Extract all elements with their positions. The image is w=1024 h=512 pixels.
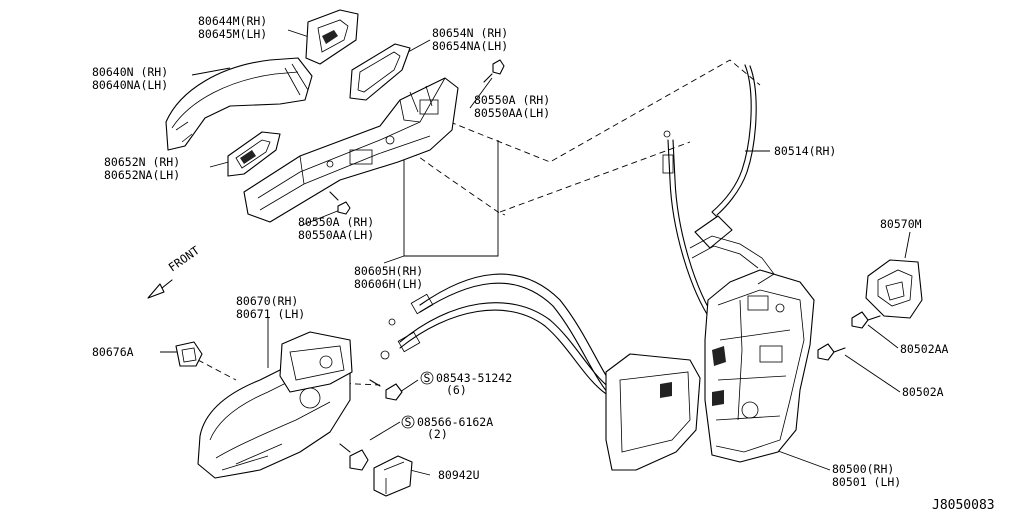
label-80942-part: 80942U <box>438 468 480 482</box>
part-labels: 80644M(RH) 80645M(LH) 80654N (RH) 80654N… <box>92 14 995 512</box>
label-80654: 80654N (RH) 80654NA(LH) <box>432 26 515 53</box>
label-08543-qty: (6) <box>446 383 467 397</box>
cables <box>380 130 718 417</box>
gasket-80652 <box>227 131 281 177</box>
label-08543-part: 08543-51242 <box>436 371 512 385</box>
bolt-marker-08543-letter: S <box>424 371 431 385</box>
striker-80570 <box>865 259 923 319</box>
label-80550-mid-lh: 80550AA(LH) <box>298 228 374 242</box>
label-08543: S 08543-51242 (6) <box>420 371 519 397</box>
label-80644-rh: 80644M(RH) <box>198 14 267 28</box>
bolt-80550-mid <box>329 191 351 215</box>
label-80644-lh: 80645M(LH) <box>198 27 267 41</box>
gasket-80654 <box>349 43 411 101</box>
label-80670-lh: 80671 (LH) <box>236 307 305 321</box>
label-80670: 80670(RH) 80671 (LH) <box>236 294 305 321</box>
label-80550-top: 80550A (RH) 80550AA(LH) <box>474 93 557 120</box>
label-80652-lh: 80652NA(LH) <box>104 168 180 182</box>
label-80676-part: 80676A <box>92 345 134 359</box>
label-80652-rh: 80652N (RH) <box>104 155 180 169</box>
handle-bracket-80605 <box>243 77 459 223</box>
label-80640: 80640N (RH) 80640NA(LH) <box>92 65 175 92</box>
label-80550-top-lh: 80550AA(LH) <box>474 106 550 120</box>
bolt-marker-08566 <box>401 415 415 429</box>
handle-cap-80644 <box>305 9 359 65</box>
bolt-marker-08566-letter: S <box>405 415 412 429</box>
label-80652: 80652N (RH) 80652NA(LH) <box>104 155 187 182</box>
label-80570: 80570M <box>880 217 922 231</box>
front-arrow: FRONT <box>147 243 202 299</box>
label-80676: 80676A <box>92 345 134 359</box>
label-80502A-part: 80502A <box>902 385 944 399</box>
label-80500: 80500(RH) 80501 (LH) <box>832 462 901 489</box>
label-80605-lh: 80606H(LH) <box>354 277 423 291</box>
label-80502A: 80502A <box>902 385 944 399</box>
inside-handle-80670 <box>197 331 353 479</box>
label-80605-rh: 80605H(RH) <box>354 264 423 278</box>
bolt-80502A <box>817 343 846 361</box>
dashed-connections <box>197 59 761 386</box>
label-80550-mid: 80550A (RH) 80550AA(LH) <box>298 215 381 242</box>
bolt-marker-08543 <box>420 371 434 385</box>
label-80514: 80514(RH) <box>774 144 836 158</box>
label-80942: 80942U <box>438 468 480 482</box>
label-08566-part: 08566-6162A <box>417 415 493 429</box>
label-80654-rh: 80654N (RH) <box>432 26 508 40</box>
label-80605: 80605H(RH) 80606H(LH) <box>354 264 430 291</box>
diagram-code: J8050083 <box>932 498 995 512</box>
bolt-80550-top <box>483 59 505 83</box>
leader-lines <box>160 29 911 476</box>
cap-80942 <box>373 455 413 497</box>
label-80550-top-rh: 80550A (RH) <box>474 93 550 107</box>
clip-80676 <box>175 341 203 367</box>
rod-80514 <box>694 64 757 249</box>
screw-08566 <box>339 443 369 471</box>
label-80640-lh: 80640NA(LH) <box>92 78 168 92</box>
label-08566: S 08566-6162A (2) <box>401 415 500 441</box>
label-80670-rh: 80670(RH) <box>236 294 298 308</box>
label-80640-rh: 80640N (RH) <box>92 65 168 79</box>
outside-handle-80640 <box>165 57 313 151</box>
label-08566-qty: (2) <box>427 427 448 441</box>
label-08543-text: 08543-51242 (6) <box>436 371 519 397</box>
door-lock-actuator-80500 <box>689 235 815 463</box>
screw-08543 <box>369 379 403 401</box>
front-label: FRONT <box>166 243 202 274</box>
label-80500-lh: 80501 (LH) <box>832 475 901 489</box>
label-80502AA: 80502AA <box>900 342 949 356</box>
label-80570-part: 80570M <box>880 217 922 231</box>
lock-bracket-plate <box>605 353 701 471</box>
label-80654-lh: 80654NA(LH) <box>432 39 508 53</box>
bolt-80502AA <box>851 311 881 329</box>
label-80514-rh: 80514(RH) <box>774 144 836 158</box>
label-80502AA-part: 80502AA <box>900 342 949 356</box>
label-08566-text: 08566-6162A (2) <box>417 415 500 441</box>
label-80644: 80644M(RH) 80645M(LH) <box>198 14 274 41</box>
label-80550-mid-rh: 80550A (RH) <box>298 215 374 229</box>
label-80500-rh: 80500(RH) <box>832 462 894 476</box>
